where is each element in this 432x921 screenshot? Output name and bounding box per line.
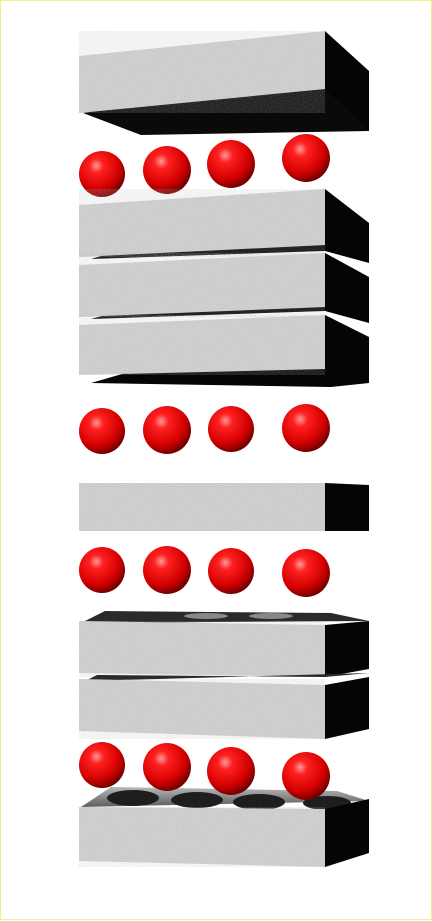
slab-4-front-face: [79, 315, 325, 375]
sphere-shadow: [107, 790, 159, 806]
sphere-shadow: [171, 792, 223, 808]
sphere: [79, 547, 125, 593]
sphere: [207, 140, 255, 188]
slab-8-side: [325, 799, 369, 867]
slab-6: [79, 611, 369, 677]
slab-4: [79, 315, 369, 387]
sphere: [282, 134, 330, 182]
sphere: [282, 549, 330, 597]
slab-7: [79, 673, 369, 739]
slab-5-front-face: [79, 483, 325, 531]
slab-6-top-spot: [184, 613, 228, 619]
slab-1: [79, 31, 369, 135]
slab-7-side: [325, 677, 369, 739]
slab-5-side: [325, 483, 369, 531]
sphere-row-2: [79, 404, 330, 454]
sphere-row-1: [79, 134, 330, 197]
sphere: [79, 408, 125, 454]
slab-2: [79, 189, 369, 263]
sphere: [282, 752, 330, 800]
sphere: [143, 406, 191, 454]
slab-7-front-face: [79, 679, 325, 739]
sphere: [282, 404, 330, 452]
sphere: [143, 743, 191, 791]
sphere: [79, 742, 125, 788]
sphere: [207, 747, 255, 795]
slab-3: [79, 253, 369, 323]
sphere: [79, 151, 125, 197]
slab-6-top-spot: [249, 613, 293, 619]
sphere: [143, 146, 191, 194]
slab-8: [79, 787, 369, 867]
slab-5: [79, 483, 369, 531]
slab-6-front-face: [79, 621, 325, 677]
sphere: [143, 546, 191, 594]
slab-8-front-face: [79, 807, 325, 867]
slab-6-side: [325, 621, 369, 677]
sphere-row-3: [79, 546, 330, 597]
sphere-shadow: [233, 794, 285, 810]
slab-3-front-face: [79, 253, 325, 317]
sphere: [208, 406, 254, 452]
sphere: [208, 548, 254, 594]
